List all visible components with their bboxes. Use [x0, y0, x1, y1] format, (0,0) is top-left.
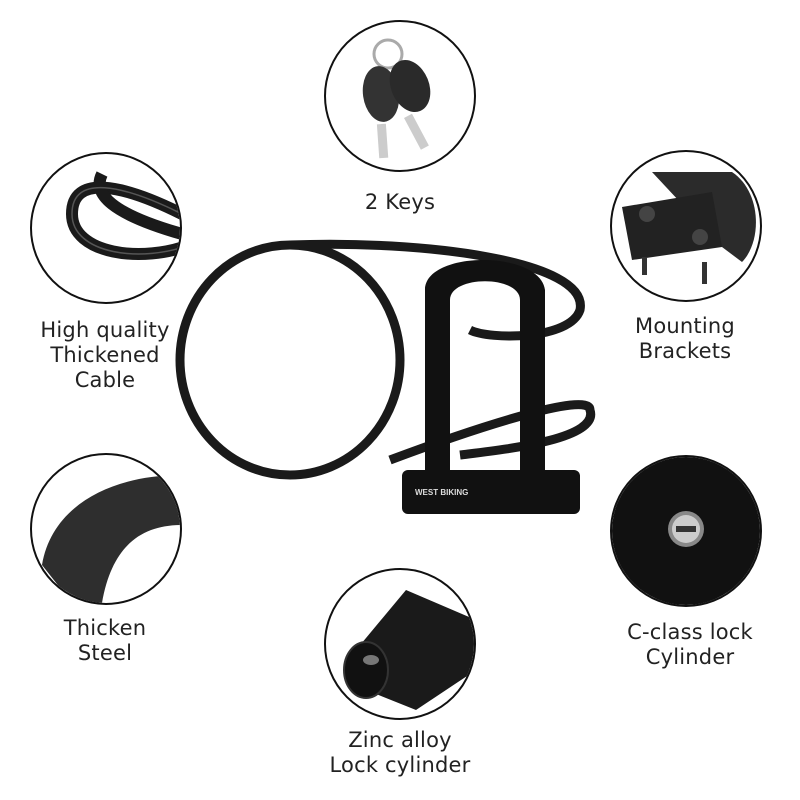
keys-icon: [362, 38, 431, 159]
cylinder-label: C-class lock Cylinder: [627, 620, 753, 669]
brand-text: WEST BIKING: [415, 488, 468, 497]
keyhole-icon: [612, 457, 760, 605]
keys-label: 2 Keys: [364, 190, 436, 214]
zinc-cylinder-icon: [343, 590, 474, 710]
keys-detail-circle: [324, 20, 476, 172]
mounting-bracket-icon: [622, 172, 756, 284]
cylinder-detail-circle: [610, 455, 762, 607]
brackets-label: Mounting Brackets: [635, 314, 735, 363]
steel-detail-circle: [30, 453, 182, 605]
cable-detail-circle: [30, 152, 182, 304]
steel-shackle-icon: [42, 475, 180, 603]
cable-coil-icon: [65, 171, 180, 260]
u-lock-product-image: WEST BIKING: [175, 239, 596, 514]
steel-label: Thicken Steel: [63, 616, 147, 665]
brackets-detail-circle: [610, 150, 762, 302]
zinc-detail-circle: [324, 568, 476, 720]
zinc-label: Zinc alloy Lock cylinder: [329, 728, 471, 777]
cable-label: High quality Thickened Cable: [40, 318, 170, 392]
